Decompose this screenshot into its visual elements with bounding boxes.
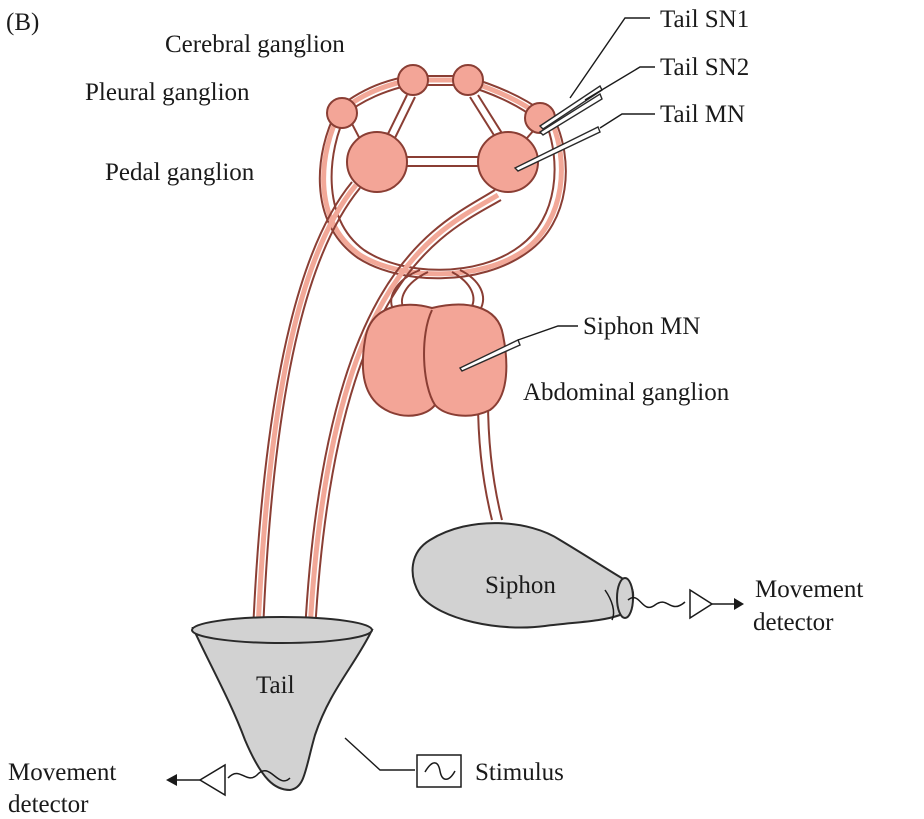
tail-label: Tail	[256, 672, 295, 699]
movement-detector-right-line2: detector	[753, 609, 834, 636]
cerebral-ganglion-label: Cerebral ganglion	[165, 31, 345, 58]
siphon-nerve	[478, 400, 502, 520]
stimulus-label: Stimulus	[475, 759, 564, 786]
siphon-mn-label: Siphon MN	[583, 313, 700, 340]
right-movement-detector	[628, 590, 744, 618]
cerebral-ganglion-left	[398, 65, 428, 95]
pleural-ganglion-left	[327, 98, 357, 128]
pleural-ganglion-label: Pleural ganglion	[85, 79, 250, 106]
siphon-label: Siphon	[485, 572, 556, 599]
movement-detector-left-line1: Movement	[8, 759, 116, 786]
tail-organ	[192, 617, 372, 790]
stimulus-box	[417, 755, 461, 787]
movement-detector-right-line1: Movement	[755, 576, 863, 603]
panel-label: (B)	[6, 9, 39, 36]
pedal-ganglion-left	[347, 132, 407, 192]
tail-sn2-label: Tail SN2	[660, 54, 749, 81]
tail-mn-label: Tail MN	[660, 101, 745, 128]
cerebral-ganglion-right	[453, 65, 483, 95]
movement-detector-left-line2: detector	[8, 791, 89, 818]
tail-sn1-label: Tail SN1	[660, 6, 749, 33]
abdominal-ganglion-label: Abdominal ganglion	[523, 379, 730, 406]
pedal-ganglion-label: Pedal ganglion	[105, 159, 255, 186]
